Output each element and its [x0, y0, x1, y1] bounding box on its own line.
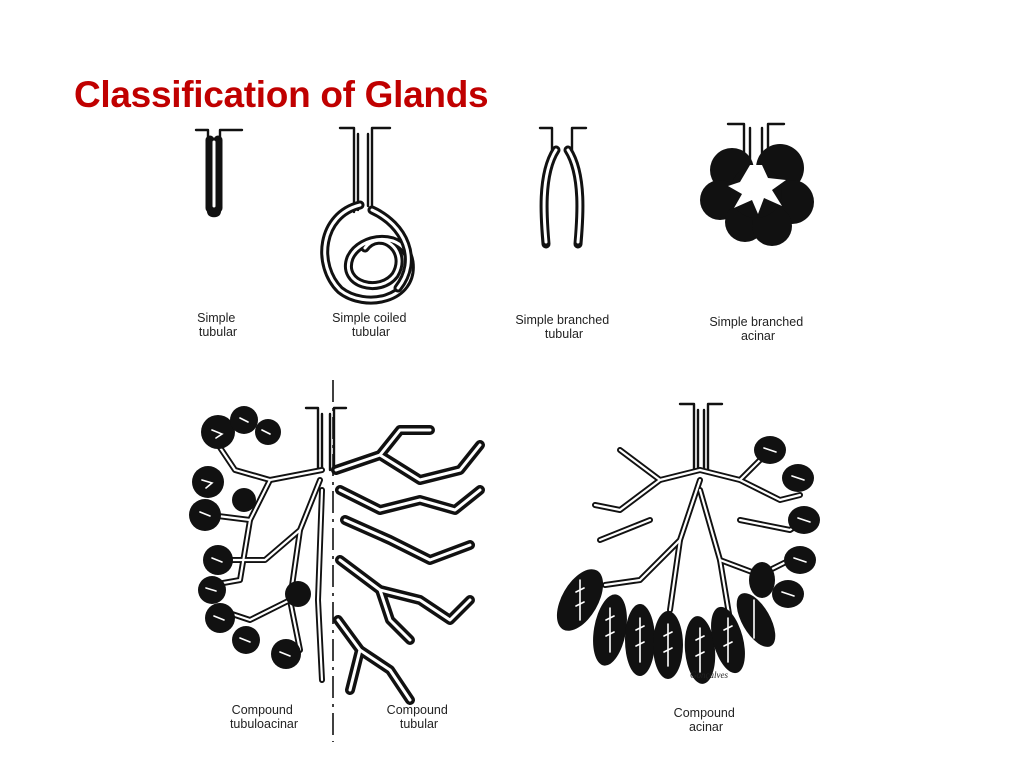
slide-title: Classification of Glands — [74, 74, 489, 115]
caption-compound-tubuloacinar: Compound tubuloacinar — [230, 703, 298, 731]
caption-simple-tubular: Simple tubular — [197, 311, 239, 339]
caption-simple-branched-acinar: Simple branched acinar — [709, 315, 806, 343]
simple-branched-acinar-illustration — [700, 122, 814, 246]
caption-simple-coiled-tubular: Simple coiled tubular — [332, 311, 410, 339]
simple-branched-tubular-illustration — [538, 126, 588, 249]
simple-tubular-illustration — [194, 128, 244, 218]
compound-acinar-illustration — [556, 402, 820, 684]
illustrator-signature: Gonçalves — [690, 670, 728, 680]
compound-tubular-illustration — [331, 425, 485, 705]
caption-compound-acinar: Compound acinar — [674, 706, 739, 734]
caption-compound-tubular: Compound tubular — [387, 703, 452, 731]
compound-tubuloacinar-illustration — [189, 406, 348, 683]
caption-simple-branched-tubular: Simple branched tubular — [515, 313, 612, 341]
simple-coiled-tubular-illustration — [320, 126, 415, 305]
